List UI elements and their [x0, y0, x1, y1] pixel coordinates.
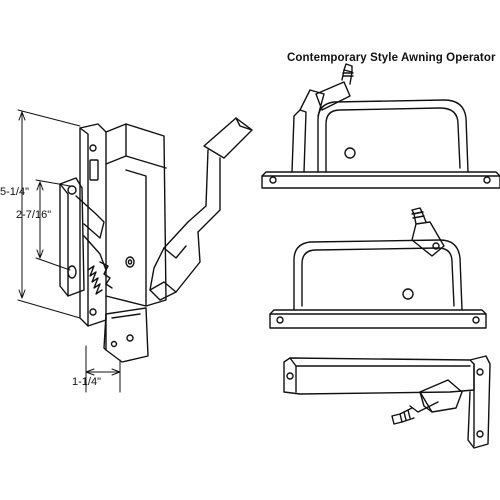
side-view-top — [261, 63, 500, 189]
overall-height-label: 5-1/4" — [0, 186, 29, 198]
hole-spacing-label: 2-7/16" — [16, 209, 52, 221]
diagram-title: Contemporary Style Awning Operator — [287, 52, 496, 64]
dimension-lines — [17, 109, 121, 393]
side-view-middle — [269, 207, 487, 329]
top-view-bottom — [283, 355, 491, 449]
base-width-label: 1-1/4" — [72, 376, 101, 388]
isometric-operator — [59, 117, 253, 363]
